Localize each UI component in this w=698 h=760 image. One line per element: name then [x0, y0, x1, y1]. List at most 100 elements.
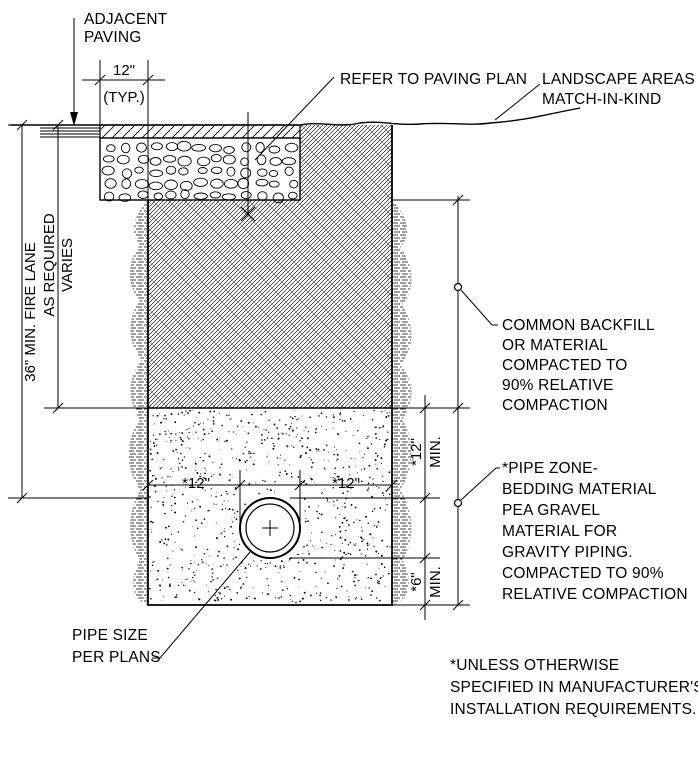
bedding-stipple-dot: [196, 527, 199, 530]
bedding-stipple-dot: [343, 551, 346, 554]
bedding-stipple-dot: [244, 446, 246, 448]
bedding-stipple-dot: [336, 587, 338, 590]
bedding-stipple-dot: [332, 487, 334, 489]
bedding-stipple-dot: [367, 487, 370, 489]
bedding-stipple-dot: [327, 582, 329, 585]
bedding-stipple-dot: [253, 597, 256, 600]
bedding-stipple-dot: [247, 563, 250, 566]
bedding-stipple-dot: [184, 585, 186, 587]
bedding-stipple-dot: [182, 521, 185, 523]
bedding-stipple-dot: [182, 494, 183, 496]
bedding-stipple-dot: [306, 561, 308, 564]
bedding-stipple-dot: [341, 542, 343, 544]
bedding-stipple-dot: [231, 476, 233, 478]
bedding-stipple-dot: [341, 420, 344, 422]
bedding-stipple-dot: [228, 508, 231, 511]
bedding-stipple-dot: [290, 422, 292, 424]
bedding-stipple-dot: [309, 594, 312, 597]
adjacent-paving-lines: [40, 127, 100, 138]
bedding-stipple-dot: [331, 535, 333, 537]
bedding-stipple-dot: [195, 481, 197, 484]
bedding-stipple-dot: [302, 558, 305, 561]
bedding-stipple-dot: [206, 584, 207, 586]
bedding-stipple-dot: [313, 482, 315, 484]
aggregate-rock: [149, 157, 162, 166]
bedding-stipple-dot: [218, 440, 220, 442]
bedding-stipple-dot: [296, 433, 299, 435]
bedding-stipple-dot: [260, 413, 262, 416]
bedding-stipple-dot: [223, 557, 225, 559]
bedding-stipple-dot: [216, 438, 219, 441]
bedding-stipple-dot: [181, 459, 184, 461]
bedding-stipple-dot: [170, 533, 173, 536]
bedding-stipple-dot: [368, 587, 370, 589]
bedding-stipple-dot: [324, 459, 325, 461]
bedding-stipple-dot: [151, 531, 153, 533]
bedding-stipple-dot: [197, 423, 200, 426]
bedding-stipple-dot: [258, 426, 260, 428]
fire-lane-label: 36" MIN. FIRE LANE: [22, 242, 39, 382]
bedding-stipple-dot: [177, 413, 180, 415]
bedding-stipple-dot: [323, 467, 325, 469]
paving-layer: [99, 124, 301, 139]
bedding-stipple-dot: [335, 559, 337, 561]
bedding-stipple-dot: [378, 487, 380, 489]
bedding-stipple-dot: [193, 571, 195, 573]
bedding-stipple-dot: [263, 439, 266, 441]
bedding-stipple-dot: [224, 536, 226, 538]
bedding-stipple-dot: [321, 425, 323, 427]
paving-label: PAVING: [84, 29, 141, 46]
bedding-stipple-dot: [349, 474, 351, 476]
bedding-stipple-dot: [363, 453, 365, 455]
bedding-stipple-dot: [265, 429, 267, 431]
bedding-stipple-dot: [153, 445, 155, 448]
bedding-stipple-dot: [319, 599, 322, 602]
bedding-stipple-dot: [241, 562, 243, 564]
bedding-stipple-dot: [227, 586, 229, 588]
bedding-stipple-dot: [309, 449, 312, 452]
bedding-stipple-dot: [299, 440, 301, 442]
bedding-stipple-dot: [335, 597, 337, 599]
bedding-stipple-dot: [388, 471, 391, 474]
bedding-stipple-dot: [213, 503, 215, 505]
bedding-stipple-dot: [162, 458, 165, 461]
bedding-stipple-dot: [186, 578, 188, 580]
bedding-stipple-dot: [178, 469, 180, 471]
bedding-stipple-dot: [345, 430, 347, 432]
bedding-stipple-dot: [319, 450, 321, 452]
bedding-stipple-dot: [374, 426, 377, 429]
bedding-stipple-dot: [381, 539, 384, 542]
bedding-stipple-dot: [284, 470, 286, 472]
bedding-stipple-dot: [220, 598, 223, 600]
bedding-stipple-dot: [267, 427, 269, 429]
aggregate-rock: [240, 167, 252, 179]
aggregate-rock: [102, 155, 115, 163]
bedding-stipple-dot: [233, 547, 235, 549]
bedding-stipple-dot: [236, 510, 239, 513]
bedding-stipple-dot: [384, 410, 386, 412]
bedding-stipple-dot: [333, 565, 335, 567]
bedding-stipple-dot: [290, 472, 293, 475]
bedding-stipple-dot: [232, 457, 234, 459]
aggregate-rock: [121, 178, 132, 189]
bedding-stipple-dot: [249, 456, 252, 458]
bedding-stipple-dot: [354, 574, 356, 577]
bedding-stipple-dot: [278, 474, 281, 477]
bedding-stipple-dot: [200, 482, 203, 485]
bedding-stipple-dot: [377, 521, 380, 524]
bedding-stipple-dot: [182, 569, 184, 571]
aggregate-rock: [226, 166, 236, 177]
trench-outline: [147, 125, 393, 606]
bedding-stipple-dot: [291, 600, 293, 603]
bedding-stipple-dot: [226, 564, 228, 566]
aggregate-rock: [284, 142, 299, 153]
bedding-stipple-dot: [212, 423, 215, 425]
bedding-stipple-dot: [358, 481, 360, 483]
bedding-stipple-dot: [315, 592, 317, 594]
bedding-stipple-dot: [244, 430, 246, 432]
bedding-stipple-dot: [232, 558, 234, 560]
bedding-stipple-dot: [308, 550, 310, 552]
bedding-stipple-dot: [363, 468, 366, 470]
bedding-stipple-dot: [284, 460, 286, 462]
